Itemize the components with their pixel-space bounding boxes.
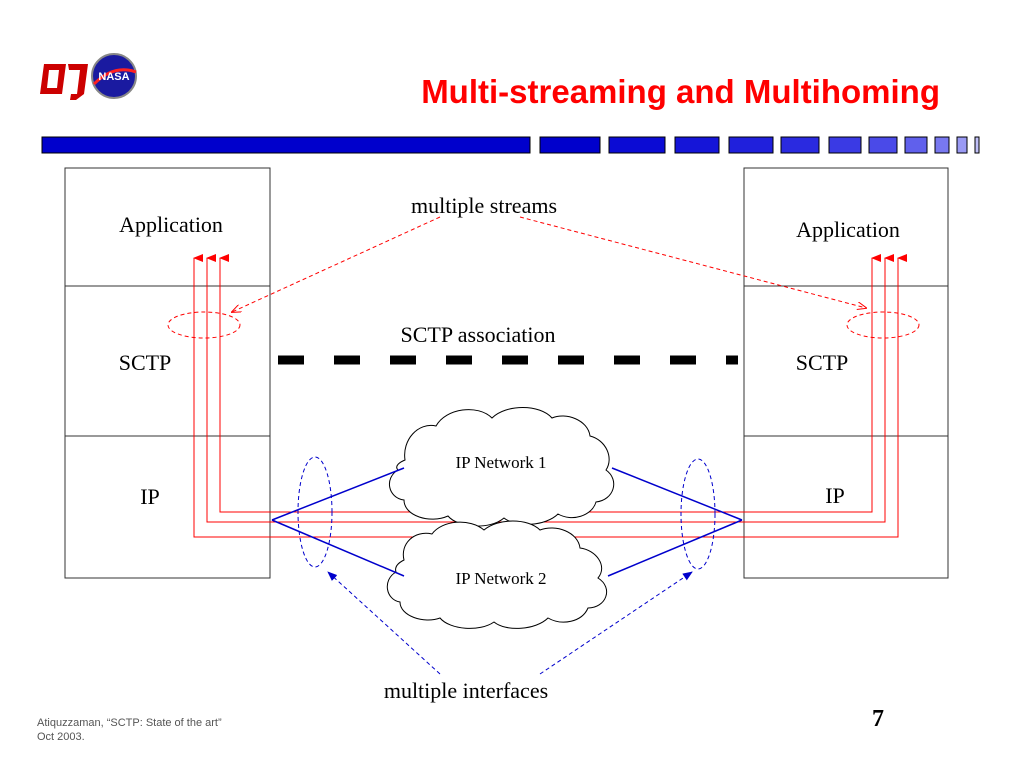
right-streams-ellipse bbox=[846, 311, 920, 339]
ip-network-2-label: IP Network 2 bbox=[456, 569, 547, 588]
network-links bbox=[271, 467, 743, 577]
left-sctp-label: SCTP bbox=[119, 350, 172, 375]
right-ip-label: IP bbox=[825, 483, 845, 508]
logos: NASA bbox=[36, 50, 146, 115]
left-application-label: Application bbox=[119, 212, 223, 237]
left-protocol-stack: Application SCTP IP bbox=[64, 167, 271, 579]
right-interfaces-ellipse bbox=[680, 458, 716, 570]
page-number: 7 bbox=[872, 706, 884, 732]
sctp-association-label: SCTP association bbox=[400, 322, 555, 347]
footer: Atiquzzaman, “SCTP: State of the art” Oc… bbox=[37, 716, 222, 744]
left-interfaces-ellipse bbox=[297, 456, 333, 568]
streams-leader-lines bbox=[232, 216, 866, 312]
left-ip-label: IP bbox=[140, 484, 160, 509]
footer-citation: Atiquzzaman, “SCTP: State of the art” bbox=[37, 717, 222, 729]
footer-date: Oct 2003. bbox=[37, 731, 85, 743]
right-protocol-stack: Application SCTP IP bbox=[743, 167, 949, 579]
ip-network-1-cloud: IP Network 1 bbox=[389, 407, 615, 527]
svg-text:NASA: NASA bbox=[98, 71, 129, 83]
ip-network-1-label: IP Network 1 bbox=[456, 453, 547, 472]
multiple-interfaces-label: multiple interfaces bbox=[384, 678, 548, 703]
ou-logo bbox=[40, 64, 88, 100]
multiple-streams-label: multiple streams bbox=[411, 193, 557, 218]
left-streams-ellipse bbox=[167, 311, 241, 339]
slide-title: Multi-streaming and Multihoming bbox=[421, 73, 940, 110]
nasa-logo: NASA bbox=[91, 53, 137, 99]
right-sctp-label: SCTP bbox=[796, 350, 849, 375]
header-progress-bar bbox=[41, 136, 980, 154]
right-application-label: Application bbox=[796, 217, 900, 242]
interfaces-leader-lines bbox=[327, 571, 693, 675]
ip-network-2-cloud: IP Network 2 bbox=[386, 520, 608, 629]
